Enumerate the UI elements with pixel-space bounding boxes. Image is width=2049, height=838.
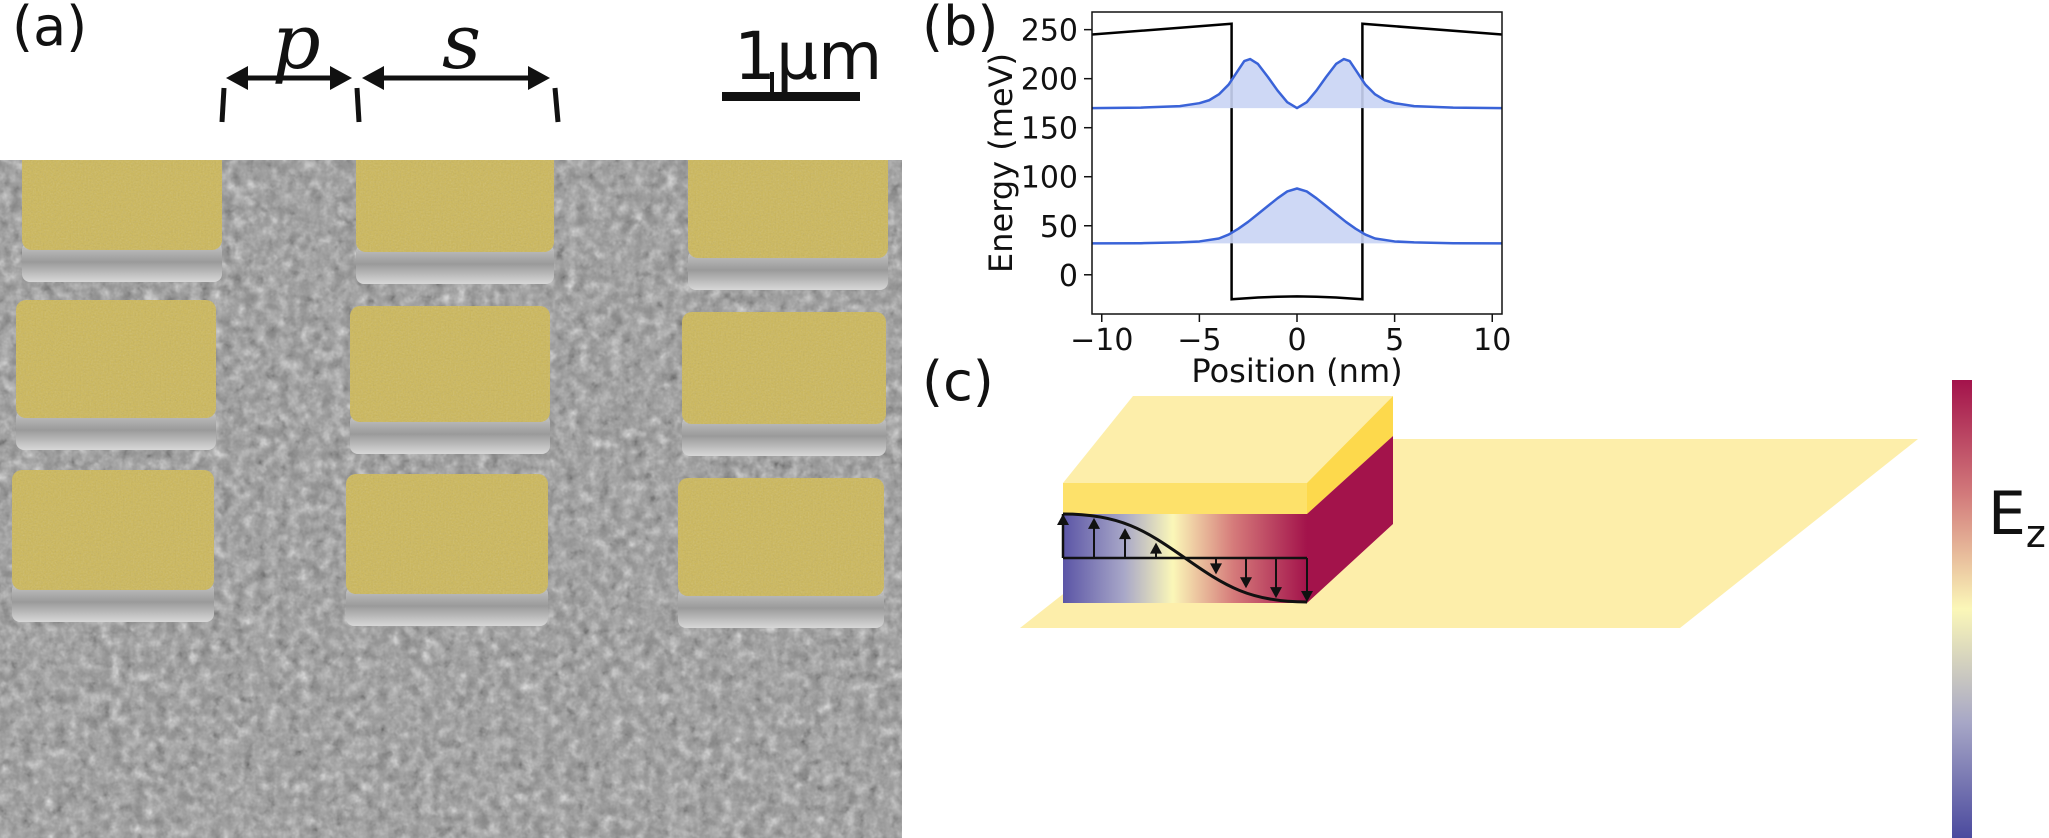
y-tick-label: 250: [1021, 14, 1078, 49]
y-tick-label: 50: [1040, 210, 1078, 245]
p-arrow-head-right: [330, 66, 352, 90]
y-tick-label: 200: [1021, 63, 1078, 98]
waveguide-diagram: [1020, 380, 1972, 838]
x-axis-label: Position (nm): [1191, 352, 1402, 390]
y-tick-label: 150: [1021, 112, 1078, 147]
pad-sidewall: [678, 588, 884, 628]
pad-texture: [346, 474, 548, 594]
pad-sidewall: [346, 586, 548, 626]
dimension-p-label: p: [272, 0, 321, 86]
pad-texture: [16, 300, 216, 418]
pad-sidewall: [688, 250, 888, 290]
pad-sidewall: [16, 410, 216, 450]
x-tick-label: −10: [1070, 323, 1133, 358]
colorbar: [1952, 380, 1972, 838]
pad-texture: [678, 478, 884, 596]
metal-pad: [682, 312, 886, 456]
p-arrow-head-left: [226, 66, 248, 90]
x-tick-label: 10: [1473, 323, 1511, 358]
field-arrow-head: [1057, 514, 1069, 525]
pad-texture: [12, 470, 214, 590]
y-axis-label: Energy (meV): [982, 53, 1020, 273]
panel-c-label: (c): [922, 350, 994, 413]
field-arrow-head: [1088, 517, 1100, 529]
sem-micrograph: [0, 160, 902, 838]
colorbar-label-main: E: [1988, 479, 2026, 549]
pad-sidewall: [350, 414, 550, 454]
pad-texture: [688, 160, 888, 258]
s-arrow-head-right: [528, 66, 550, 90]
x-tick-label: −5: [1177, 323, 1221, 358]
metal-pad: [346, 474, 548, 626]
pad-texture: [22, 160, 222, 250]
field-arrow-head: [1270, 587, 1282, 599]
axes-frame: [1091, 11, 1503, 315]
pad-sidewall: [682, 416, 886, 456]
dimension-annotations: [219, 66, 860, 123]
tick-left: [219, 87, 227, 123]
s-arrow-head-left: [362, 66, 384, 90]
dimension-s-label: s: [442, 0, 482, 86]
wavefunction-fill: [1092, 59, 1502, 109]
metal-pad: [356, 160, 554, 284]
colorbar-label: Ez: [1988, 484, 2046, 553]
metal-pad: [22, 160, 222, 282]
field-arrow-head: [1150, 542, 1162, 554]
pad-sidewall: [12, 582, 214, 622]
pad-texture: [682, 312, 886, 424]
panel-a-label: (a): [12, 0, 88, 58]
metal-pad: [350, 306, 550, 454]
field-arrow-head: [1301, 591, 1313, 602]
block-gold-top-layer: [1063, 483, 1307, 514]
x-tick-label: 5: [1385, 323, 1404, 358]
pad-sidewall: [22, 242, 222, 282]
scale-bar-tick: [770, 72, 774, 94]
colorbar-label-sub: z: [2025, 512, 2046, 556]
tick-mid: [354, 87, 362, 123]
tick-right: [552, 87, 561, 123]
field-arrow-head: [1240, 577, 1252, 589]
block-gold-side: [1307, 396, 1393, 514]
metal-pad: [12, 470, 214, 622]
wavefunction-line: [1092, 187, 1502, 245]
metal-pad: [688, 160, 888, 290]
wavefunction-line: [1092, 57, 1502, 110]
metal-pad: [16, 300, 216, 450]
panel-b-label: (b): [922, 0, 999, 58]
field-curve: [1062, 512, 1308, 604]
x-tick-label: 0: [1287, 323, 1306, 358]
scale-bar-label: 1µm: [734, 18, 883, 95]
pad-sidewall: [356, 244, 554, 284]
pad-texture: [356, 160, 554, 252]
wavefunction-fill: [1092, 188, 1502, 244]
y-tick-label: 100: [1021, 161, 1078, 196]
field-arrow-head: [1119, 528, 1131, 540]
plot-area: [1092, 22, 1502, 301]
metal-pad: [678, 478, 884, 628]
block-red-side: [1307, 436, 1393, 603]
field-arrow-head: [1210, 563, 1222, 575]
y-tick-label: 0: [1059, 259, 1078, 294]
potential-line: [1092, 22, 1502, 301]
scale-bar: [722, 92, 860, 101]
pad-texture: [350, 306, 550, 422]
block-top-face: [1063, 396, 1393, 483]
